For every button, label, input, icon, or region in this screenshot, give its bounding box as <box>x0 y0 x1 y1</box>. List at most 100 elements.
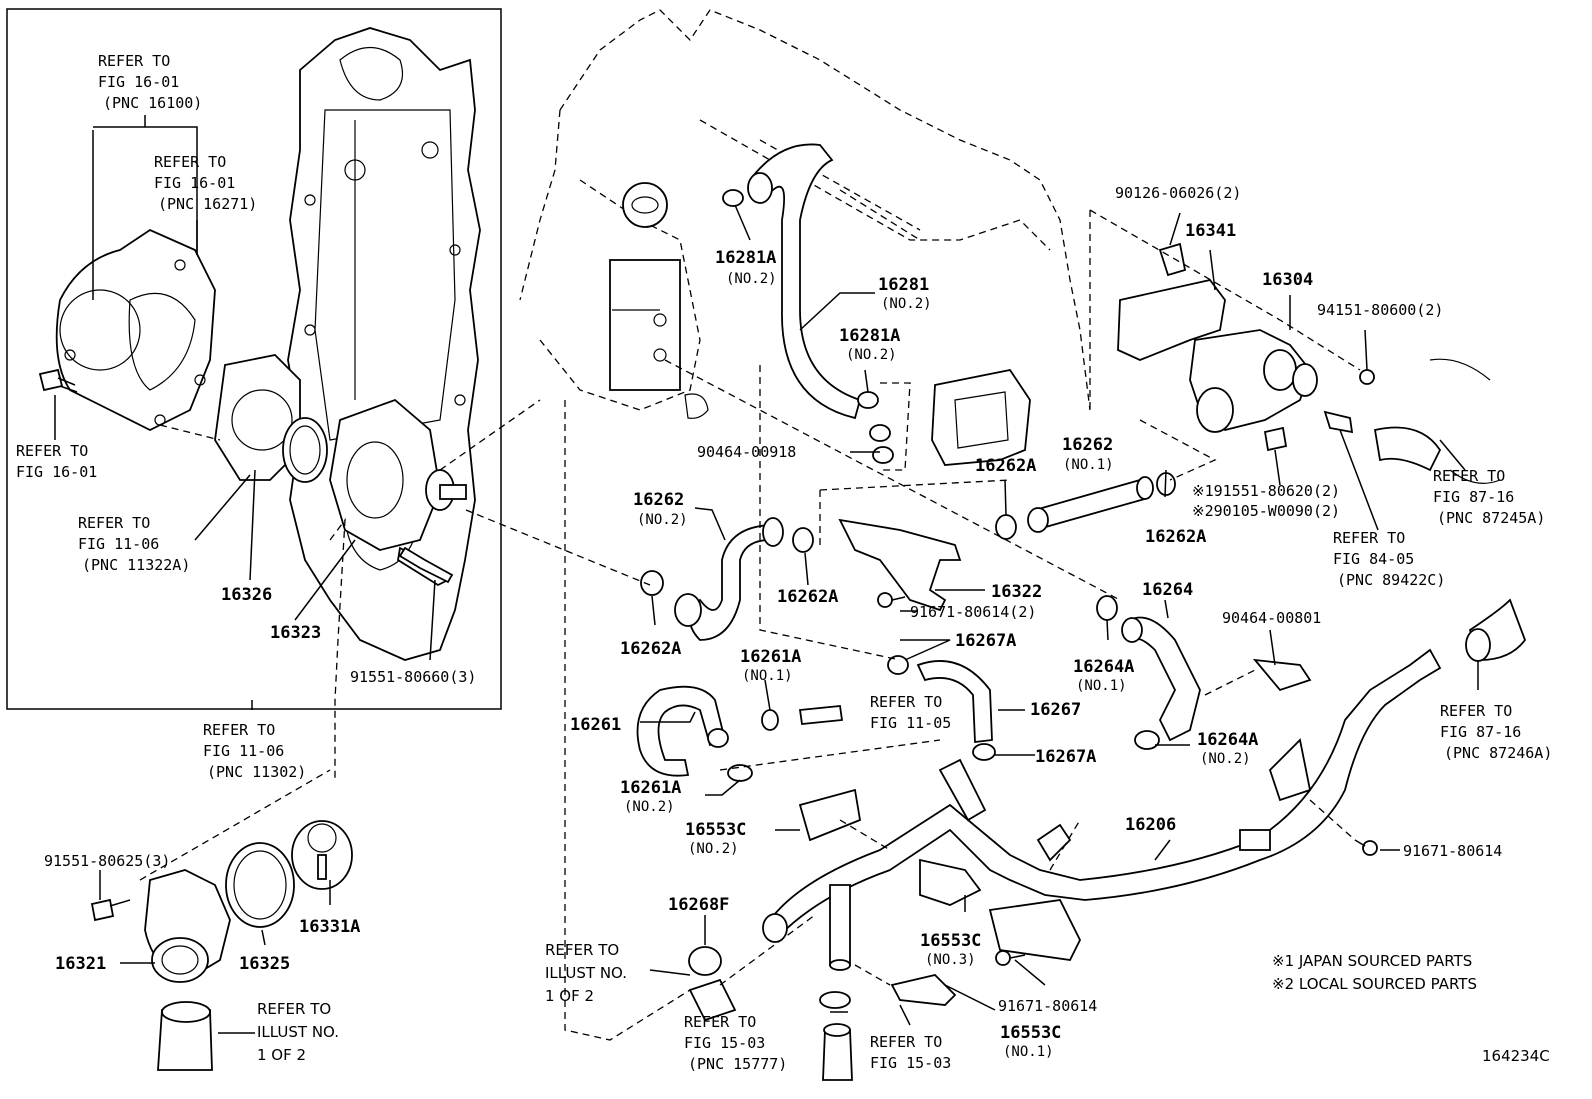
ref-r4-line2: FIG 11-06 <box>78 535 159 553</box>
ref-r7-line1: REFER TO <box>545 941 619 959</box>
ref-r1-line1: REFER TO <box>98 52 170 70</box>
part-91551-80660: 91551-80660(3) <box>350 668 476 686</box>
part-16553C-top: 16553C <box>685 820 746 840</box>
ref-r2-line2: FIG 16-01 <box>154 174 235 192</box>
ref-r8-line2: FIG 15-03 <box>684 1034 765 1052</box>
timing-cover-icon <box>287 27 481 661</box>
part-16261: 16261 <box>570 715 621 735</box>
part-16323: 16323 <box>270 623 321 643</box>
part-16206: 16206 <box>1125 815 1176 835</box>
gasket-icon <box>931 368 1031 466</box>
part-90126-06026: 90126-06026(2) <box>1115 184 1241 202</box>
part-16267A-top: 16267A <box>955 631 1016 651</box>
part-16321: 16321 <box>55 954 106 974</box>
thermostat-icon <box>90 820 353 1071</box>
part-16262A-a: 16262A <box>620 639 681 659</box>
ref-r12-line2: FIG 84-05 <box>1333 550 1414 568</box>
ref-r1-line2: FIG 16-01 <box>98 73 179 91</box>
part-16322: 16322 <box>991 582 1042 602</box>
ref-r11-line2: FIG 87-16 <box>1433 488 1514 506</box>
part-16262A-d: 16262A <box>1145 527 1206 547</box>
gasket-16326-icon <box>214 354 328 483</box>
part-91551-80625: 91551-80625(3) <box>44 852 170 870</box>
part-290105-W0090: ※290105-W0090(2) <box>1192 502 1340 520</box>
ref-r5-line2: FIG 11-06 <box>203 742 284 760</box>
part-94151-80600: 94151-80600(2) <box>1317 301 1443 319</box>
part-16262-right-sub: (NO.1) <box>1063 457 1114 473</box>
part-16264A-bot: 16264A <box>1197 730 1258 750</box>
part-90464-00918: 90464-00918 <box>697 443 796 461</box>
ref-r11-line3: (PNC 87245A) <box>1437 509 1545 527</box>
part-91671-80614-b: 91671-80614 <box>1403 842 1502 860</box>
ref-r13-line3: (PNC 87246A) <box>1444 744 1552 762</box>
ref-r10-line1: REFER TO <box>870 693 942 711</box>
part-16553C-top-sub: (NO.2) <box>688 841 739 857</box>
part-16262A-c: 16262A <box>975 456 1036 476</box>
ref-r8-line3: (PNC 15777) <box>688 1055 787 1073</box>
part-16553C-bot: 16553C <box>1000 1023 1061 1043</box>
part-16553C-bot-sub: (NO.1) <box>1003 1044 1054 1060</box>
part-16281A-top-sub: (NO.2) <box>726 271 777 287</box>
clamp-icon <box>640 189 1176 1009</box>
part-16264A-top: 16264A <box>1073 657 1134 677</box>
ref-r1-line3: (PNC 16100) <box>103 94 202 112</box>
part-16281-sub: (NO.2) <box>881 296 932 312</box>
ref-r3-line2: FIG 16-01 <box>16 463 97 481</box>
note-japan-sourced: ※1 JAPAN SOURCED PARTS <box>1272 952 1472 970</box>
part-16268F: 16268F <box>668 895 729 915</box>
labels: REFER TO FIG 16-01 (PNC 16100) REFER TO … <box>16 52 1552 1073</box>
dashed-connectors <box>139 209 1361 1041</box>
inset-frame <box>6 8 502 710</box>
ref-r5-line1: REFER TO <box>203 721 275 739</box>
part-16281: 16281 <box>878 275 929 295</box>
part-16262-right: 16262 <box>1062 435 1113 455</box>
water-pump-icon <box>55 228 216 432</box>
water-pipe-icon <box>762 648 1442 971</box>
ref-r3-line1: REFER TO <box>16 442 88 460</box>
part-16553C-mid: 16553C <box>920 931 981 951</box>
part-90464-00801: 90464-00801 <box>1222 609 1321 627</box>
ref-r12-line1: REFER TO <box>1333 529 1405 547</box>
engine-block-icon <box>519 9 1091 419</box>
ref-r2-line3: (PNC 16271) <box>158 195 257 213</box>
bolt-icon <box>38 368 78 393</box>
ref-r6-line3: 1 OF 2 <box>257 1046 306 1064</box>
ref-r13-line1: REFER TO <box>1440 702 1512 720</box>
ref-r8-line1: REFER TO <box>684 1013 756 1031</box>
part-16262-left-sub: (NO.2) <box>637 512 688 528</box>
water-outlet-housing-icon <box>1117 242 1375 452</box>
part-16304: 16304 <box>1262 270 1313 290</box>
part-16553C-mid-sub: (NO.3) <box>925 952 976 968</box>
part-16331A: 16331A <box>299 917 360 937</box>
ref-r13-line2: FIG 87-16 <box>1440 723 1521 741</box>
part-91551-80620: ※191551-80620(2) <box>1192 482 1340 500</box>
part-16264A-top-sub: (NO.1) <box>1076 678 1127 694</box>
ref-r12-line3: (PNC 89422C) <box>1337 571 1445 589</box>
water-inlet-housing-icon <box>329 398 467 587</box>
part-16261A-bot-sub: (NO.2) <box>624 799 675 815</box>
leader-lines <box>54 115 1479 1034</box>
part-16281A-top: 16281A <box>715 248 776 268</box>
part-16261A-bot: 16261A <box>620 778 681 798</box>
part-16281A-mid-sub: (NO.2) <box>846 347 897 363</box>
part-16261A-top-sub: (NO.1) <box>742 668 793 684</box>
hose-icon <box>636 143 1527 1081</box>
part-16326: 16326 <box>221 585 272 605</box>
part-91671-80614-a: 91671-80614 <box>998 997 1097 1015</box>
ref-r11-line1: REFER TO <box>1433 467 1505 485</box>
ref-r7-line2: ILLUST NO. <box>545 964 627 982</box>
ref-r9-line1: REFER TO <box>870 1033 942 1051</box>
part-16281A-mid: 16281A <box>839 326 900 346</box>
diagram-id: 164234C <box>1482 1047 1550 1065</box>
part-16261A-top: 16261A <box>740 647 801 667</box>
part-91671-80614-2: 91671-80614(2) <box>910 603 1036 621</box>
part-16267: 16267 <box>1030 700 1081 720</box>
ref-r9-line2: FIG 15-03 <box>870 1054 951 1072</box>
bracket-icon <box>798 518 1312 1006</box>
ref-r6-line1: REFER TO <box>257 1000 331 1018</box>
part-16262A-b: 16262A <box>777 587 838 607</box>
ref-r4-line1: REFER TO <box>78 514 150 532</box>
part-16267A-bot: 16267A <box>1035 747 1096 767</box>
part-16264A-bot-sub: (NO.2) <box>1200 751 1251 767</box>
